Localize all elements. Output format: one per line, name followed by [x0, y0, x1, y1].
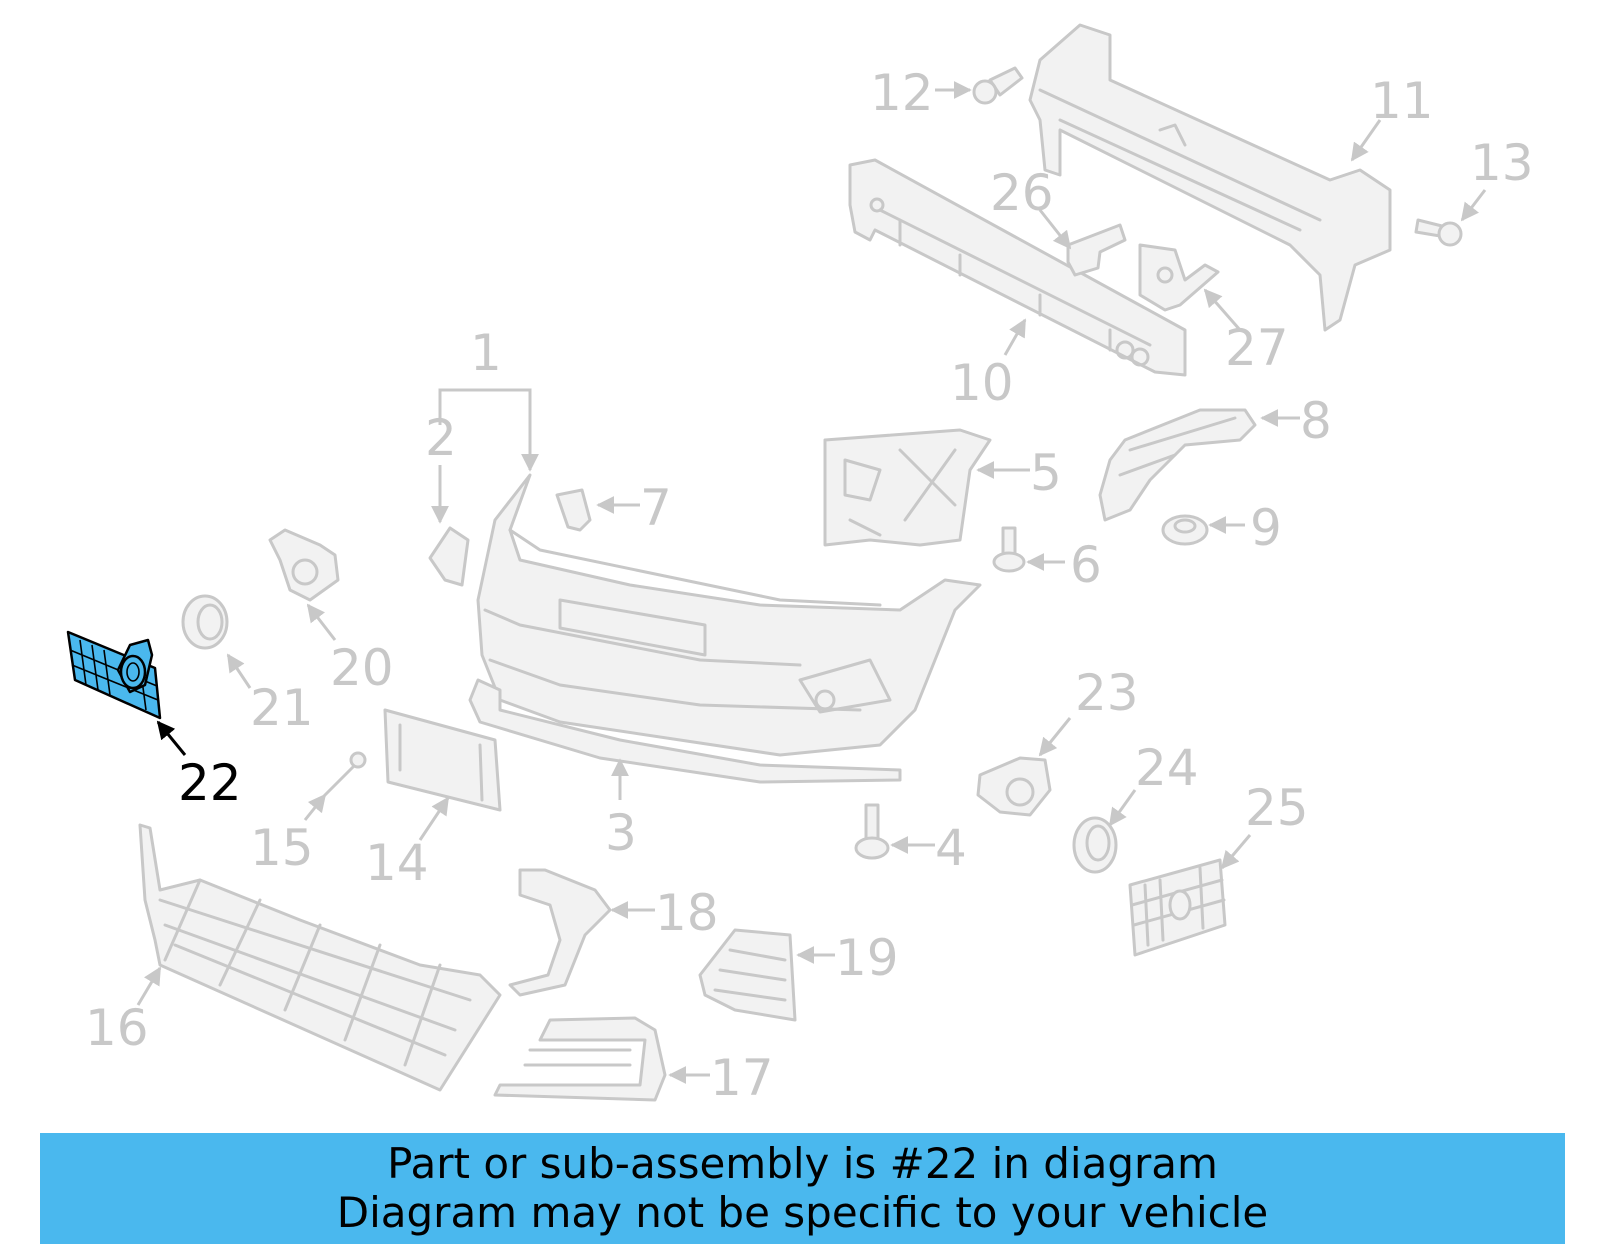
callout-10: 10	[950, 318, 1027, 412]
svg-text:10: 10	[950, 354, 1014, 412]
part-4-screw[interactable]	[854, 803, 890, 860]
part-24-sensor-ring[interactable]	[1072, 816, 1118, 874]
part-9-grommet[interactable]	[1161, 514, 1209, 546]
callout-6: 6	[1026, 536, 1102, 594]
part-20-parking-sensor[interactable]	[268, 528, 340, 602]
callout-25: 25	[1220, 779, 1309, 870]
svg-text:2: 2	[425, 409, 457, 467]
callout-4: 4	[890, 819, 967, 877]
part-21-sensor-ring[interactable]	[181, 594, 229, 650]
svg-text:21: 21	[250, 679, 314, 737]
part-19-fog-trim[interactable]	[698, 928, 797, 1022]
svg-text:7: 7	[640, 479, 672, 537]
svg-text:11: 11	[1370, 72, 1434, 130]
callout-13: 13	[1460, 134, 1534, 222]
svg-text:19: 19	[835, 929, 899, 987]
svg-text:4: 4	[935, 819, 967, 877]
part-13-bolt[interactable]	[1414, 218, 1463, 247]
part-6-clip[interactable]	[992, 526, 1026, 573]
svg-text:8: 8	[1300, 392, 1332, 450]
svg-text:23: 23	[1075, 664, 1139, 722]
callout-19: 19	[796, 929, 899, 987]
svg-text:14: 14	[365, 834, 429, 892]
callout-1: 1	[438, 324, 539, 472]
part-16-lower-grille[interactable]	[138, 823, 502, 1092]
svg-text:25: 25	[1245, 779, 1309, 837]
svg-text:15: 15	[250, 819, 314, 877]
callout-24: 24	[1108, 739, 1199, 827]
svg-text:12: 12	[870, 64, 934, 122]
callout-20: 20	[306, 603, 394, 697]
callout-15: 15	[250, 793, 327, 877]
part-2-cap[interactable]	[428, 526, 470, 587]
svg-text:6: 6	[1070, 536, 1102, 594]
callout-14: 14	[365, 796, 450, 892]
svg-text:26: 26	[990, 164, 1054, 222]
callout-18: 18	[610, 884, 719, 942]
part-22-sensor-bracket-highlighted[interactable]	[66, 630, 162, 720]
callout-17: 17	[668, 1049, 774, 1107]
callout-11: 11	[1350, 72, 1434, 162]
part-3-spoiler[interactable]	[468, 678, 902, 784]
svg-text:17: 17	[710, 1049, 774, 1107]
svg-text:3: 3	[605, 804, 637, 862]
part-5-bracket[interactable]	[823, 428, 992, 547]
part-27-bracket[interactable]	[1138, 243, 1220, 312]
info-banner: Part or sub-assembly is #22 in diagram D…	[40, 1133, 1565, 1244]
svg-text:20: 20	[330, 639, 394, 697]
part-23-parking-sensor[interactable]	[976, 756, 1052, 817]
svg-text:22: 22	[178, 754, 242, 812]
svg-text:27: 27	[1225, 319, 1289, 377]
part-12-bolt[interactable]	[972, 66, 1024, 105]
callout-12: 12	[870, 64, 972, 122]
svg-text:18: 18	[655, 884, 719, 942]
callout-7: 7	[596, 479, 672, 537]
callout-9: 9	[1208, 499, 1282, 557]
callout-2: 2	[425, 409, 457, 524]
svg-text:9: 9	[1250, 499, 1282, 557]
part-10-energy-absorber[interactable]	[848, 158, 1187, 377]
callout-26: 26	[990, 164, 1072, 250]
part-14-license-plate-bracket[interactable]	[383, 708, 502, 812]
callout-16: 16	[85, 966, 162, 1057]
callout-23: 23	[1038, 664, 1139, 757]
part-11-reinforcement-bar[interactable]	[1028, 23, 1392, 332]
svg-text:13: 13	[1470, 134, 1534, 192]
svg-text:24: 24	[1135, 739, 1199, 797]
callout-3: 3	[605, 758, 637, 862]
part-8-guide-bracket[interactable]	[1098, 408, 1257, 522]
part-17-trim[interactable]	[493, 1016, 667, 1102]
part-15-pin[interactable]	[323, 751, 367, 797]
svg-text:16: 16	[85, 999, 149, 1057]
banner-line-1: Part or sub-assembly is #22 in diagram	[387, 1139, 1218, 1188]
part-26-bracket[interactable]	[1066, 223, 1127, 277]
callout-27: 27	[1203, 288, 1289, 377]
part-7-clip[interactable]	[555, 488, 592, 532]
svg-text:1: 1	[470, 324, 502, 382]
callout-22: 22	[156, 720, 242, 812]
svg-text:5: 5	[1030, 444, 1062, 502]
banner-line-2: Diagram may not be specific to your vehi…	[336, 1188, 1269, 1237]
callout-21: 21	[226, 653, 314, 737]
callout-8: 8	[1260, 392, 1332, 450]
callout-5: 5	[976, 444, 1062, 502]
part-1-bumper-cover[interactable]	[476, 473, 982, 757]
part-18-bracket[interactable]	[508, 868, 612, 997]
part-25-sensor-bracket[interactable]	[1128, 858, 1227, 957]
